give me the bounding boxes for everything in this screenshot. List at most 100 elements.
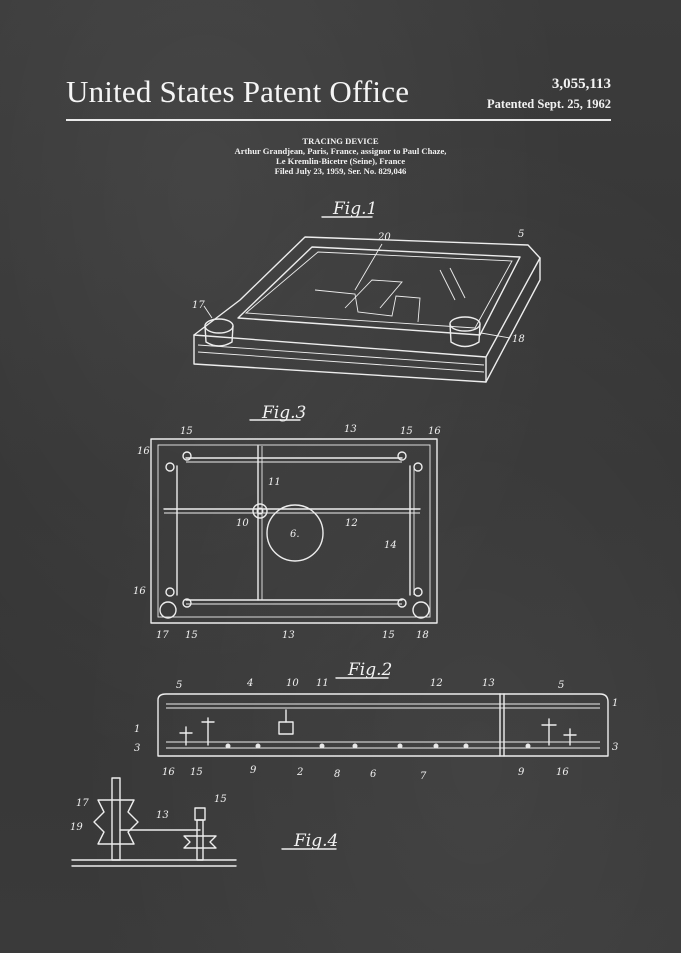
fig2-label-3-right: 3	[612, 742, 618, 753]
fig2-label-7: 7	[420, 771, 427, 782]
fig4-label-13: 13	[156, 810, 169, 821]
address-line: Le Kremlin-Bicetre (Seine), France	[275, 156, 406, 166]
fig3-circle	[266, 504, 324, 562]
fig3-label-13-top: 13	[344, 424, 357, 435]
patent-date: Patented Sept. 25, 1962	[487, 97, 611, 111]
fig3-label-15-tr: 15	[400, 426, 413, 437]
fig1-label-17: 17	[192, 300, 205, 311]
fig2-bead	[255, 743, 261, 749]
fig2-stylus	[278, 721, 294, 735]
fig3-label-16-tl: 16	[137, 446, 150, 457]
filing-line: Filed July 23, 1959, Ser. No. 829,046	[274, 166, 407, 176]
fig3-label: Fig.3	[261, 403, 306, 423]
fig4-knob-17	[93, 799, 139, 845]
fig1-left-knob-top	[204, 318, 234, 334]
fig3-pulley-l1	[165, 462, 175, 472]
fig1-base-line2	[197, 351, 485, 373]
fig2-label-16: 16	[162, 767, 175, 778]
fig1-reflection2	[449, 267, 466, 299]
fig3-label-16-tr: 16	[428, 426, 441, 437]
fig1-screen-inner	[244, 251, 513, 329]
fig2-bead	[397, 743, 403, 749]
fig2-label-5-right: 5	[558, 680, 564, 691]
fig2-label-8: 8	[334, 769, 340, 780]
figure-1: Fig.1 20 5 17	[192, 199, 541, 383]
fig1-base-right	[485, 257, 541, 383]
fig2-pulley-right2	[563, 728, 577, 746]
fig1-label: Fig.1	[332, 199, 377, 219]
fig2-label: Fig.2	[347, 660, 392, 680]
fig2-bead	[352, 743, 358, 749]
fig2-label-1-left: 1	[134, 724, 140, 735]
fig2-label-10: 10	[286, 678, 299, 689]
fig3-label-17: 17	[156, 630, 169, 641]
fig4-right-shaft	[196, 819, 204, 861]
patent-number: 3,055,113	[551, 76, 611, 92]
invention-title: TRACING DEVICE	[302, 136, 379, 146]
figure-2: Fig.2	[134, 660, 618, 782]
figure-4: Fig.4 17 19 13 15	[70, 777, 338, 867]
fig2-label-6: 6	[370, 769, 377, 780]
fig3-inner-frame	[157, 444, 431, 618]
fig1-right-knob-body	[449, 323, 481, 348]
fig2-pulley-right	[541, 718, 557, 746]
fig2-bead	[433, 743, 439, 749]
fig3-pulley-tl	[182, 451, 192, 461]
fig2-bead	[525, 743, 531, 749]
fig2-bead	[463, 743, 469, 749]
fig1-label-18: 18	[512, 334, 525, 345]
fig3-label-6: 6.	[290, 529, 300, 540]
fig1-drawing	[314, 289, 421, 323]
fig1-base-front	[193, 334, 487, 383]
fig3-pulley-r2	[413, 587, 423, 597]
fig3-label-18: 18	[416, 630, 429, 641]
fig1-label-5: 5	[518, 229, 524, 240]
fig3-label-12: 12	[345, 518, 358, 529]
fig4-label-15: 15	[214, 794, 227, 805]
fig3-label-15-tl: 15	[180, 426, 193, 437]
fig2-label-15: 15	[190, 767, 203, 778]
fig1-left-knob-body	[204, 325, 234, 347]
fig2-label-11: 11	[316, 678, 329, 689]
fig2-label-12: 12	[430, 678, 443, 689]
fig2-case	[157, 693, 609, 757]
fig4-label-17: 17	[76, 798, 89, 809]
fig4-left-shaft	[111, 777, 121, 861]
fig2-label-3-left: 3	[134, 743, 140, 754]
fig3-pulley-l2	[165, 587, 175, 597]
fig1-leader-20	[354, 243, 383, 291]
fig3-pulley-tr	[397, 451, 407, 461]
fig3-pulley-r1	[413, 462, 423, 472]
fig2-pulley-left2	[201, 717, 215, 746]
fig3-label-14: 14	[384, 540, 397, 551]
fig2-pulley-left	[179, 726, 193, 746]
fig4-pulley	[183, 835, 217, 849]
fig1-right-knob-top	[449, 316, 481, 332]
fig2-label-9: 9	[250, 765, 257, 776]
fig4-label: Fig.4	[293, 831, 338, 851]
inventor-line: Arthur Grandjean, Paris, France, assigno…	[234, 146, 447, 156]
fig2-label-1-right: 1	[612, 698, 618, 709]
fig3-label-10: 10	[236, 518, 249, 529]
fig3-stylus	[252, 503, 268, 519]
fig1-leader-17	[203, 305, 213, 319]
header-rule	[66, 119, 611, 121]
fig2-label-4: 4	[246, 678, 253, 689]
fig4-label-19: 19	[70, 822, 83, 833]
figure-3: Fig.3	[133, 403, 441, 641]
fig1-base-line1	[197, 344, 485, 366]
fig3-outer-frame	[150, 438, 438, 624]
fig4-cap-15	[194, 807, 206, 821]
fig2-label-9-right: 9	[518, 767, 525, 778]
fig3-pulley-bl	[182, 598, 192, 608]
fig2-label-5-left: 5	[176, 680, 182, 691]
fig3-label-15-bl: 15	[185, 630, 198, 641]
fig2-label-13: 13	[482, 678, 495, 689]
office-title: United States Patent Office	[66, 74, 410, 109]
fig3-pulley-br	[397, 598, 407, 608]
fig1-leader-18	[480, 332, 511, 339]
fig1-drawing2	[344, 279, 403, 309]
fig3-label-11: 11	[268, 477, 281, 488]
